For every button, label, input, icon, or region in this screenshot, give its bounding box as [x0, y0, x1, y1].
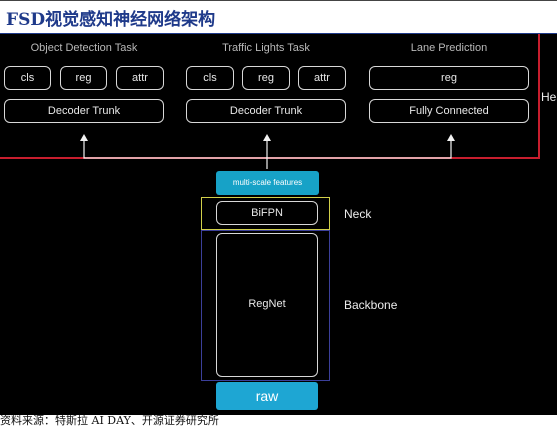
traffic-lights-decoder-trunk: Decoder Trunk — [186, 99, 346, 123]
feature-arrows — [80, 134, 455, 169]
task-title-traffic-lights: Traffic Lights Task — [222, 42, 310, 54]
object-detection-attr-box: attr — [116, 66, 164, 90]
top-rule — [0, 0, 557, 1]
task-title-object-detection: Object Detection Task — [30, 42, 138, 54]
regnet-block: RegNet — [216, 233, 318, 377]
object-detection-cls-box: cls — [4, 66, 51, 90]
multi-scale-features-block: multi-scale features — [216, 171, 319, 195]
heads-label: Heads — [541, 90, 557, 104]
neck-frame — [201, 197, 330, 230]
raw-input-block: raw — [216, 382, 318, 410]
traffic-lights-attr-box: attr — [298, 66, 346, 90]
object-detection-reg-box: reg — [60, 66, 107, 90]
figure-title: FSD视觉感知神经网络架构 — [6, 10, 216, 30]
arrow-head-traffic-lights — [263, 134, 271, 141]
title-rule — [0, 33, 557, 34]
object-detection-decoder-trunk: Decoder Trunk — [4, 99, 164, 123]
architecture-diagram: Object Detection Task cls reg attr Decod… — [0, 34, 557, 415]
lane-prediction-reg-box: reg — [369, 66, 529, 90]
backbone-label: Backbone — [344, 298, 398, 312]
backbone-frame — [201, 230, 330, 381]
lane-prediction-fully-connected: Fully Connected — [369, 99, 529, 123]
neck-label: Neck — [344, 207, 372, 221]
task-title-lane-prediction: Lane Prediction — [410, 42, 488, 54]
traffic-lights-reg-box: reg — [242, 66, 290, 90]
source-note: 资料来源：特斯拉 AI DAY、开源证券研究所 — [0, 414, 219, 427]
traffic-lights-cls-box: cls — [186, 66, 234, 90]
arrow-head-lane-prediction — [447, 134, 455, 141]
arrow-head-object-detection — [80, 134, 88, 141]
bifpn-block: BiFPN — [216, 201, 318, 225]
